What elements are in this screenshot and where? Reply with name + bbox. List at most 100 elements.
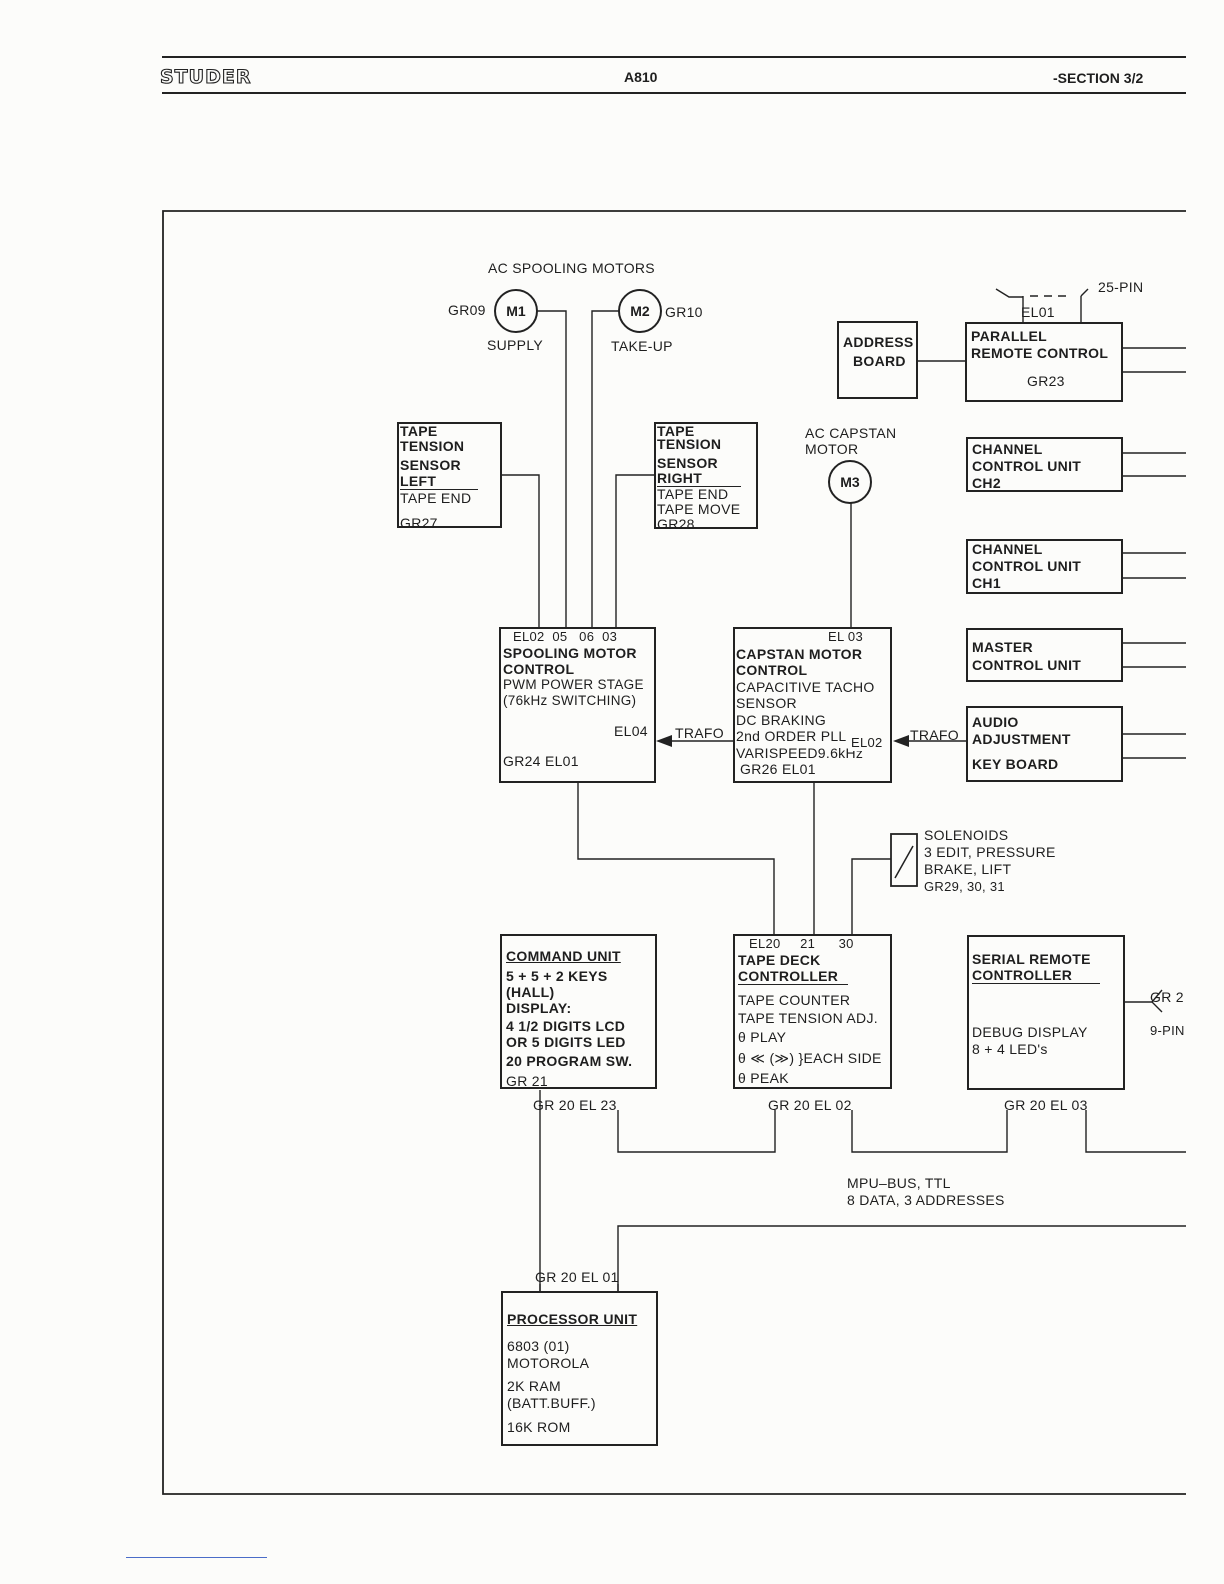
m1-name: SUPPLY — [487, 337, 544, 353]
tape-deck-play: PLAY — [750, 1029, 787, 1045]
capstan-title-line-2: MOTOR — [805, 441, 859, 457]
sensor-right-line-4: RIGHT — [657, 471, 741, 487]
spooling-el04: EL04 — [614, 723, 648, 739]
trafo-left-arrowhead — [656, 735, 672, 747]
command-unit-block: COMMAND UNIT 5 + 5 + 2 KEYS (HALL) DISPL… — [500, 934, 657, 1089]
tape-deck-peak-row: θ PEAK — [738, 1070, 890, 1086]
sensor-left-line-4: LEFT — [400, 473, 478, 490]
m2-label: M2 — [630, 303, 650, 319]
master-line-2: CONTROL UNIT — [972, 657, 1082, 673]
spooling-title-2: CONTROL — [503, 661, 575, 677]
thermistor-icon: θ — [738, 1050, 747, 1066]
capstan-line-3: DC BRAKING — [736, 711, 827, 728]
capstan-title-line-1: AC CAPSTAN — [805, 425, 897, 441]
capstan-pins: EL 03 — [828, 629, 863, 644]
m1-label: M1 — [506, 303, 526, 319]
solenoids-line-2: 3 EDIT, PRESSURE — [924, 844, 1056, 860]
serial-line-2: 8 + 4 LED's — [972, 1041, 1048, 1057]
header-bottom-rule — [162, 92, 1186, 94]
command-line-4: 4 1/2 DIGITS LCD — [506, 1018, 626, 1034]
capstan-motor-title: AC CAPSTAN MOTOR — [805, 425, 896, 457]
tape-deck-play-row: θ PLAY — [738, 1029, 890, 1045]
ch2-line-3: CH2 — [972, 475, 1001, 491]
tape-deck-title-1: TAPE DECK — [738, 952, 821, 968]
m2-name: TAKE-UP — [611, 338, 673, 354]
capstan-line-4: 2nd ORDER PLL — [736, 728, 847, 744]
parallel-remote-line-2: REMOTE CONTROL — [971, 345, 1109, 361]
processor-bus-label: GR 20 EL 01 — [535, 1269, 619, 1285]
audio-line-1: AUDIO — [972, 714, 1019, 730]
tape-tension-sensor-left-block: TAPE TENSION SENSOR LEFT TAPE END GR27 — [397, 422, 502, 531]
channel-ch1-block: CHANNEL CONTROL UNIT CH1 — [966, 539, 1123, 594]
command-line-5: OR 5 DIGITS LED — [506, 1034, 626, 1050]
spooling-code: GR24 EL01 — [503, 753, 579, 769]
solenoid-symbol — [890, 833, 918, 887]
capstan-el02: EL02 — [851, 735, 883, 751]
processor-line-2: MOTOROLA — [507, 1355, 590, 1371]
parallel-remote-line-1: PARALLEL — [971, 328, 1048, 344]
ch2-line-2: CONTROL UNIT — [972, 458, 1082, 474]
address-board-line-1: ADDRESS — [843, 334, 914, 350]
capstan-line-5: VARISPEED9.6kHz — [736, 744, 864, 761]
tape-deck-line-1: TAPE COUNTER — [738, 992, 851, 1008]
audio-line-2: ADJUSTMENT — [972, 731, 1071, 747]
sensor-right-code: GR28 — [657, 516, 695, 532]
tape-deck-wind-row: θ ≪ (≫) }EACH SIDE — [738, 1050, 890, 1066]
serial-remote-controller-block: SERIAL REMOTE CONTROLLER DEBUG DISPLAY 8… — [967, 935, 1125, 1090]
command-code: GR 21 — [506, 1073, 548, 1089]
ch2-line-1: CHANNEL — [972, 441, 1043, 457]
el01-label: EL01 — [1021, 304, 1055, 320]
spooling-title-1: SPOOLING MOTOR — [503, 645, 637, 661]
tape-deck-title-2: CONTROLLER — [738, 968, 848, 985]
trafo-left-label: TRAFO — [675, 725, 724, 741]
solenoids-line-3: BRAKE, LIFT — [924, 861, 1012, 877]
master-line-1: MASTER — [972, 639, 1033, 655]
sensor-left-line-1: TAPE — [400, 423, 438, 439]
spooling-line-2: (76kHz SWITCHING) — [503, 693, 637, 708]
capstan-code: GR26 EL01 — [740, 761, 816, 777]
processor-unit-block: PROCESSOR UNIT 6803 (01) MOTOROLA 2K RAM… — [501, 1291, 658, 1446]
footer-rule — [126, 1557, 267, 1558]
serial-gr-side: GR 2 — [1150, 989, 1184, 1005]
address-board-block: ADDRESS BOARD — [837, 321, 918, 399]
tape-deck-bus-label: GR 20 EL 02 — [768, 1097, 852, 1113]
capstan-title-1: CAPSTAN MOTOR — [736, 645, 863, 662]
thermistor-icon: θ — [738, 1070, 747, 1086]
parallel-remote-code: GR23 — [1027, 373, 1065, 389]
m1-code: GR09 — [448, 302, 486, 318]
spooling-line-1: PWM POWER STAGE — [503, 677, 644, 692]
sensor-left-code: GR27 — [400, 515, 438, 531]
mpu-bus-line-1: MPU–BUS, TTL — [847, 1175, 951, 1191]
spooling-motor-control-block: EL02 05 06 03 SPOOLING MOTOR CONTROL PWM… — [499, 627, 656, 783]
parallel-remote-block: PARALLEL REMOTE CONTROL GR23 — [965, 322, 1123, 402]
thermistor-icon: θ — [738, 1029, 747, 1045]
tape-deck-peak: PEAK — [750, 1070, 789, 1086]
tape-deck-wind: ≪ (≫) — [750, 1050, 795, 1066]
sensor-right-line-2: TENSION — [657, 436, 722, 452]
m3-label: M3 — [840, 474, 860, 490]
capstan-line-1: CAPACITIVE TACHO — [736, 678, 875, 695]
address-board-line-2: BOARD — [853, 353, 906, 369]
ch1-line-3: CH1 — [972, 575, 1001, 591]
ch1-line-1: CHANNEL — [972, 541, 1043, 557]
command-line-2: (HALL) — [506, 984, 555, 1000]
command-line-6: 20 PROGRAM SW. — [506, 1053, 633, 1069]
sensor-right-sub-2: TAPE MOVE — [657, 501, 741, 517]
tape-tension-sensor-right-block: TAPE TENSION SENSOR RIGHT TAPE END TAPE … — [654, 422, 758, 532]
sensor-left-sub: TAPE END — [400, 490, 472, 506]
spooling-pins: EL02 05 06 03 — [513, 629, 618, 644]
motor-m2: M2 — [618, 289, 662, 333]
audio-adjustment-block: AUDIO ADJUSTMENT KEY BOARD — [966, 706, 1123, 782]
serial-title-1: SERIAL REMOTE — [972, 951, 1091, 967]
tape-deck-line-2: TAPE TENSION ADJ. — [738, 1010, 878, 1026]
trafo-right-arrowhead — [893, 735, 909, 747]
motor-m1: M1 — [494, 289, 538, 333]
processor-line-5: 16K ROM — [507, 1419, 571, 1435]
serial-pin-side: 9-PIN — [1150, 1023, 1185, 1038]
sensor-left-line-2: TENSION — [400, 438, 465, 454]
processor-line-4: (BATT.BUFF.) — [507, 1395, 596, 1411]
mpu-bus-line-2: 8 DATA, 3 ADDRESSES — [847, 1192, 1005, 1208]
serial-title-2: CONTROLLER — [972, 967, 1100, 984]
motor-m3: M3 — [828, 460, 872, 504]
